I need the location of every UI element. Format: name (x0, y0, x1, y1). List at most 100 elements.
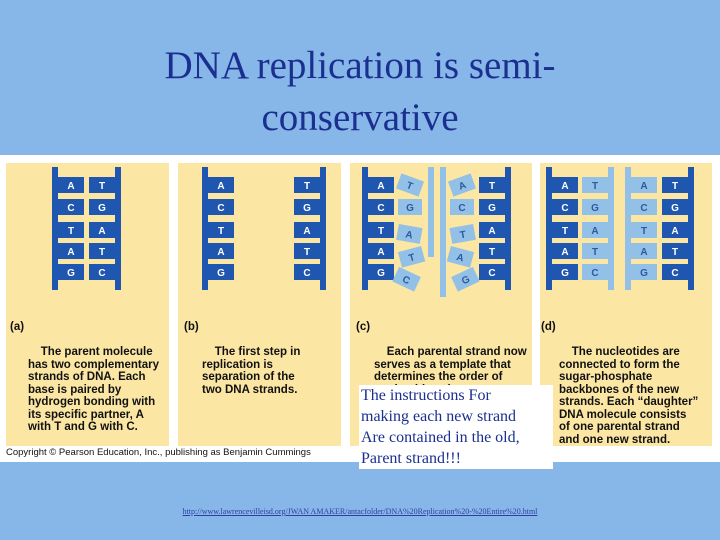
a-right-strand-base-letter: G (98, 203, 106, 214)
c-right-parent-base-letter: T (489, 247, 495, 258)
d2-new-backbone (625, 167, 631, 290)
d2-new-base (631, 177, 657, 193)
b-left-strand-base (208, 243, 234, 259)
c-right-parent-base-letter: T (489, 181, 495, 192)
source-link[interactable]: http://www.lawrencevilleisd.org/JWAN AMA… (182, 507, 538, 516)
a-right-strand-base (89, 177, 115, 193)
d2-new-base-letter: C (640, 203, 647, 214)
a-right-strand-base-letter: T (99, 247, 105, 258)
note-line: making each new strand (361, 408, 517, 425)
a-left-strand-base (58, 264, 84, 280)
d2-new-base-letter: T (641, 226, 647, 237)
b-right-strand-base (294, 264, 320, 280)
c-right-parent-base (479, 243, 505, 259)
b-right-strand-base-letter: A (303, 226, 310, 237)
b-left-strand-base-letter: A (217, 181, 224, 192)
c-left-parent-base-letter: C (377, 203, 384, 214)
d2-parent-base-letter: G (671, 203, 679, 214)
d1-parent-base (552, 264, 578, 280)
caption-a-label: (a) (10, 321, 25, 333)
d1-parent-backbone (546, 167, 552, 290)
d1-new-base-letter: A (591, 226, 598, 237)
a-right-strand-base (89, 199, 115, 215)
b-left-strand-base (208, 222, 234, 238)
b-left-strand-backbone (202, 167, 208, 290)
c-new-nucleotide (449, 223, 476, 244)
d2-parent-base-letter: T (672, 181, 678, 192)
d2-parent-base-letter: T (672, 247, 678, 258)
caption-b: (b) The first step in replication is sep… (184, 321, 300, 409)
d1-parent-base-letter: G (561, 268, 569, 279)
a-right-strand-backbone (115, 167, 121, 290)
a-right-strand-base-letter: T (99, 181, 105, 192)
b-left-strand-base-letter: C (217, 203, 224, 214)
a-right-strand-base (89, 264, 115, 280)
a-left-strand-base (58, 177, 84, 193)
b-left-strand-base-letter: G (217, 268, 225, 279)
b-right-strand-base (294, 222, 320, 238)
d1-parent-base (552, 177, 578, 193)
d2-new-base (631, 199, 657, 215)
d1-new-base (582, 243, 608, 259)
c-new-nucleotide-letter: A (455, 252, 465, 264)
d1-new-base (582, 177, 608, 193)
d2-parent-base (662, 199, 688, 215)
c-right-parent-base (479, 199, 505, 215)
c-new-nucleotide-letter: T (459, 229, 467, 241)
c-left-parent-base-letter: T (378, 226, 384, 237)
c-right-parent-base-letter: G (488, 203, 496, 214)
note-line: Parent strand!!! (361, 450, 461, 467)
caption-b-label: (b) (184, 321, 199, 333)
b-right-strand-base-letter: C (303, 268, 310, 279)
d1-parent-base-letter: C (561, 203, 568, 214)
c-left-parent-base (368, 177, 394, 193)
c-new-nucleotide (392, 266, 421, 292)
c-new-nucleotide-letter: A (457, 180, 468, 193)
d1-parent-base-letter: A (561, 181, 568, 192)
c-new-nucleotide (450, 199, 474, 215)
c-new-nucleotide (447, 173, 477, 197)
a-left-strand-base (58, 222, 84, 238)
c-new-nucleotide-letter: C (458, 203, 465, 214)
a-right-strand-base (89, 243, 115, 259)
b-right-strand-base-letter: T (304, 247, 310, 258)
c-new-nucleotide-letter: C (400, 274, 411, 287)
d1-new-base-letter: T (592, 181, 598, 192)
d1-new-base (582, 199, 608, 215)
b-left-strand-base (208, 177, 234, 193)
c-right-parent-backbone (505, 167, 511, 290)
d2-parent-base (662, 243, 688, 259)
d2-new-base-letter: A (640, 247, 647, 258)
d1-parent-base-letter: A (561, 247, 568, 258)
a-left-strand-base (58, 199, 84, 215)
note-line: Are contained in the old, (361, 429, 520, 446)
a-right-strand-base-letter: C (98, 268, 105, 279)
d1-parent-base (552, 199, 578, 215)
c-new-nucleotide (446, 245, 475, 268)
c-right-parent-base-letter: C (488, 268, 495, 279)
c-left-parent-base (368, 243, 394, 259)
title-line-1: DNA replication is semi- (164, 44, 556, 87)
d2-new-base-letter: A (640, 181, 647, 192)
a-left-strand-backbone (52, 167, 58, 290)
a-left-strand-base-letter: G (67, 268, 75, 279)
slide-title: DNA replication is semi- conservative (0, 40, 720, 144)
c-left-parent-base-letter: G (377, 268, 385, 279)
panel-a (6, 163, 169, 446)
d1-new-base-letter: T (592, 247, 598, 258)
caption-c-label: (c) (356, 321, 371, 333)
c-new-nucleotide (398, 199, 422, 215)
c-right-parent-base (479, 264, 505, 280)
d1-new-backbone (608, 167, 614, 290)
d1-parent-base-letter: T (562, 226, 568, 237)
d1-new-base-letter: C (591, 268, 598, 279)
c-left-parent-base-letter: A (377, 247, 384, 258)
caption-d-label: (d) (541, 321, 556, 333)
b-left-strand-base (208, 199, 234, 215)
c-new-nucleotide (397, 245, 426, 268)
caption-a: (a) The parent molecule has two compleme… (10, 321, 159, 446)
caption-d: (d) The nucleotides are connected to for… (541, 321, 698, 459)
d2-new-base-letter: G (640, 268, 648, 279)
